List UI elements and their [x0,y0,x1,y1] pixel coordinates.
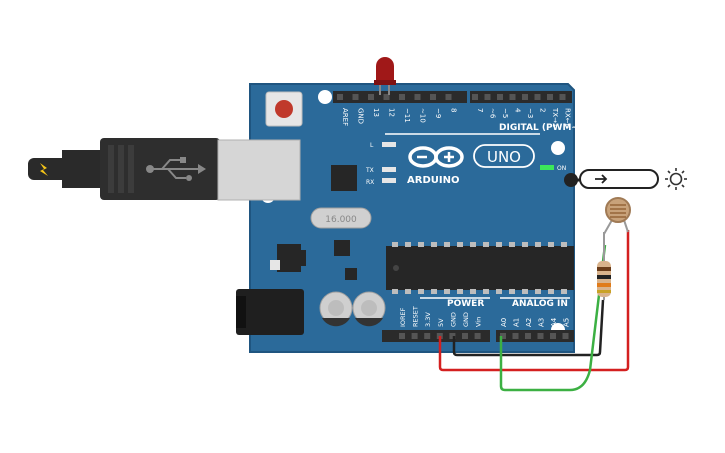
power-pin-label: Vin [475,317,483,327]
led-rx [382,178,396,183]
power-header[interactable] [382,330,490,342]
power-pin-label: GND [462,312,470,327]
usb-chip [331,165,357,191]
pin-hole [522,94,528,100]
pin-hole [411,333,418,339]
atmega-chip [386,242,574,294]
wire-a0-green[interactable] [499,244,607,392]
analog-pin-label: A5 [563,318,571,327]
pin-hole [430,94,436,100]
pin-hole [525,333,531,339]
digital-pin-label: GND [357,108,365,124]
led-on [540,165,554,170]
analog-header-label: ANALOG IN [512,299,568,309]
led-l-label: L [370,142,374,149]
pin-hole [352,94,359,100]
photoresistor[interactable] [603,197,631,235]
arduino-logo [408,146,464,168]
digital-pin-label: RX←0 [564,108,572,128]
red-led[interactable] [374,57,396,95]
pin-hole [445,94,452,100]
pin-hole [550,333,556,339]
digital-pin-label: 8 [450,108,458,112]
led-on-label: ON [557,165,566,172]
power-pin-label: IOREF [399,307,407,327]
analog-header[interactable] [496,330,574,342]
pin-hole [449,333,456,339]
pin-hole [512,333,519,339]
wire-5v-red[interactable] [438,230,630,372]
pin-hole [537,333,544,339]
led-l [382,142,396,147]
pin-hole [424,333,431,339]
pin-hole [497,94,503,100]
analog-pin-label: A4 [550,317,558,327]
pin-hole [484,94,491,100]
digital-pin-label: ~10 [419,108,427,123]
pin-hole [462,333,468,339]
digital-pin-label: 2 [539,108,547,112]
led-tx [382,167,396,172]
digital-pin-label: TX→1 [551,107,559,127]
mounting-hole [551,141,565,155]
digital-pin-label: 7 [476,108,484,112]
pin-hole [368,94,374,100]
analog-pin-label: A0 [500,318,508,327]
pin-hole [547,94,553,100]
digital-pin-label: AREF [341,108,349,126]
digital-pin-label: ~5 [501,108,509,118]
digital-pin-label: ~6 [489,108,497,119]
digital-pin-label: ~9 [434,108,442,118]
pin-hole [534,94,541,100]
pin-hole [414,94,421,100]
pin-hole [562,333,569,339]
analog-pin-label: A2 [525,318,533,327]
power-pin-label: GND [449,312,457,327]
reset-button[interactable] [265,91,303,127]
sun-icon [665,168,687,190]
light-intensity-slider[interactable] [564,169,659,189]
power-jack[interactable] [236,289,304,335]
capacitor [352,291,386,327]
pin-hole [472,94,478,100]
analog-pin-label: A1 [513,318,521,327]
brand-label: ARDUINO [407,175,459,186]
power-pin-label: 3.3V [424,312,432,327]
mounting-hole [318,90,332,104]
power-pin-label: 5V [437,318,445,327]
digital-pin-label: ~3 [526,108,534,118]
digital-pin-label: 13 [372,108,380,117]
pin-hole [559,94,566,100]
model-label: UNO [487,148,521,166]
power-header-label: POWER [447,299,484,309]
led-rx-label: RX [366,179,374,186]
pin-hole [337,94,343,100]
pin-hole [399,333,405,339]
wire-gnd-black[interactable] [452,299,605,357]
pin-hole [500,333,506,339]
digital-pin-label: 4 [514,108,522,113]
power-pin-label: RESET [412,306,420,327]
pin-hole [383,94,390,100]
pin-hole [509,94,516,100]
resistor[interactable] [597,232,611,300]
arrow-right-icon [595,174,608,184]
crystal-oscillator [310,207,372,229]
capacitor [319,291,353,327]
pin-hole [399,94,405,100]
usb-trident-icon [146,157,206,181]
uno-badge [473,144,535,168]
crystal-label: 16.000 [325,215,357,225]
led-tx-label: TX [365,167,374,174]
pin-hole [474,333,481,339]
digital-pin-label: ~11 [403,108,411,123]
analog-pin-label: A3 [538,318,546,327]
digital-pin-label: 12 [388,108,396,117]
bolt-icon [40,163,48,176]
digital-header-label: DIGITAL (PWM~) [499,123,583,133]
